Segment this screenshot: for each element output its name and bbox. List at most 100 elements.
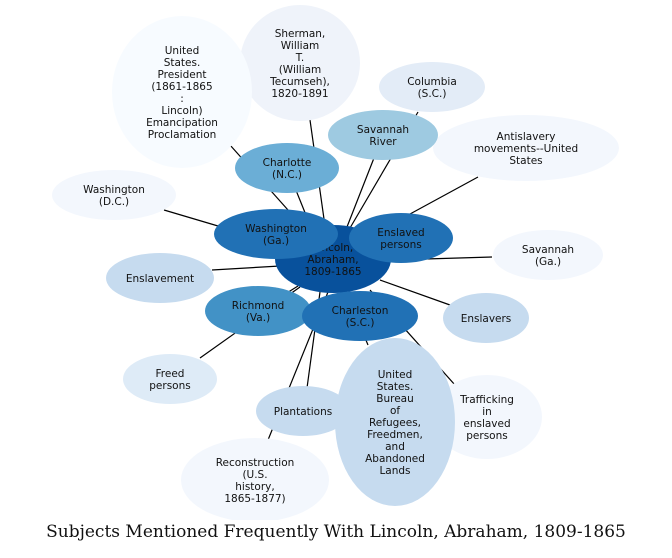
node-trafficking-label-line: Trafficking	[459, 394, 514, 406]
diagram-caption: Subjects Mentioned Frequently With Linco…	[46, 522, 626, 542]
node-freedmens-bureau-label-line: Freedmen,	[367, 429, 423, 441]
node-lincoln-label-line: Abraham,	[307, 254, 358, 266]
node-columbia-label-line: Columbia	[407, 76, 457, 88]
node-freedmens-bureau[interactable]: UnitedStates.BureauofRefugees,Freedmen,a…	[335, 338, 455, 506]
node-us-president-label-line: United	[165, 45, 200, 57]
node-sherman[interactable]: Sherman,WilliamT.(WilliamTecumseh),1820-…	[240, 5, 360, 121]
edge-lincoln-enslavers	[379, 279, 451, 306]
node-freedmens-bureau-bubble	[335, 338, 455, 506]
node-richmond-label-line: (Va.)	[246, 312, 270, 324]
node-washington-dc-label-line: (D.C.)	[99, 196, 129, 208]
node-plantations[interactable]: Plantations	[256, 386, 350, 436]
node-reconstruction-bubble	[181, 438, 329, 520]
node-savannah-river-label-line: Savannah	[357, 124, 409, 136]
node-sherman-label-line: 1820-1891	[271, 88, 328, 100]
edge-lincoln-antislavery	[409, 176, 479, 215]
node-enslavers-label-line: Enslavers	[461, 313, 512, 325]
node-washington-ga-bubble	[214, 209, 338, 259]
node-charlotte-bubble	[235, 143, 339, 193]
node-sherman-label-line: T.	[295, 52, 305, 64]
node-richmond-label-line: Richmond	[232, 300, 285, 312]
node-plantations-label-line: Plantations	[274, 406, 332, 418]
node-us-president-label-line: States.	[164, 57, 201, 69]
node-freedmens-bureau-label-line: Refugees,	[369, 417, 421, 429]
node-washington-dc[interactable]: Washington(D.C.)	[52, 170, 176, 220]
node-antislavery-label-line: States	[509, 155, 542, 167]
node-us-president-label-line: Emancipation	[146, 117, 218, 129]
node-us-president-label-line: :	[180, 93, 184, 105]
node-lincoln-label-line: 1809-1865	[304, 266, 361, 278]
node-columbia[interactable]: Columbia(S.C.)	[379, 62, 485, 112]
node-washington-dc-label-line: Washington	[83, 184, 145, 196]
node-sherman-label-line: Tecumseh),	[269, 76, 330, 88]
node-trafficking-label-line: enslaved	[463, 418, 510, 430]
node-savannah-ga-label-line: Savannah	[522, 244, 574, 256]
node-charleston-bubble	[302, 291, 418, 341]
node-reconstruction-label-line: history,	[235, 481, 274, 493]
node-savannah-ga-bubble	[493, 230, 603, 280]
node-savannah-river-label-line: River	[369, 136, 397, 148]
node-charlotte-label-line: (N.C.)	[272, 169, 302, 181]
node-washington-ga-label-line: (Ga.)	[263, 235, 289, 247]
node-savannah-ga[interactable]: Savannah(Ga.)	[493, 230, 603, 280]
node-freedmens-bureau-label-line: and	[385, 441, 405, 453]
node-freedmens-bureau-label-line: Lands	[379, 465, 410, 477]
node-enslaved-persons-label-line: persons	[380, 239, 421, 251]
node-us-president-bubble	[112, 16, 252, 168]
node-charleston-label-line: Charleston	[332, 305, 389, 317]
node-richmond[interactable]: Richmond(Va.)	[205, 286, 311, 336]
node-freedmens-bureau-label-line: Abandoned	[365, 453, 425, 465]
node-enslavers-bubble	[443, 293, 529, 343]
node-sherman-label-line: William	[281, 40, 319, 52]
node-us-president-label-line: (1861-1865	[151, 81, 212, 93]
edge-lincoln-washington-dc	[163, 209, 219, 227]
node-charlotte[interactable]: Charlotte(N.C.)	[235, 143, 339, 193]
node-washington-ga[interactable]: Washington(Ga.)	[214, 209, 338, 259]
node-reconstruction-label-line: 1865-1877)	[224, 493, 285, 505]
node-freed-persons-label-line: Freed	[156, 368, 185, 380]
node-us-president[interactable]: UnitedStates.President(1861-1865:Lincoln…	[112, 16, 252, 168]
node-charlotte-label-line: Charlotte	[263, 157, 312, 169]
node-freedmens-bureau-label-line: States.	[377, 381, 414, 393]
node-us-president-label-line: Proclamation	[148, 129, 217, 141]
node-enslaved-persons-bubble	[349, 213, 453, 263]
node-antislavery-label-line: Antislavery	[497, 131, 556, 143]
node-washington-dc-bubble	[52, 170, 176, 220]
node-reconstruction[interactable]: Reconstruction(U.S.history,1865-1877)	[181, 438, 329, 520]
node-sherman-bubble	[240, 5, 360, 121]
node-reconstruction-label-line: (U.S.	[242, 469, 267, 481]
node-enslaved-persons-label-line: Enslaved	[377, 227, 424, 239]
node-savannah-river-bubble	[328, 110, 438, 160]
node-enslavers[interactable]: Enslavers	[443, 293, 529, 343]
node-us-president-label-line: Lincoln)	[161, 105, 202, 117]
node-trafficking-bubble	[432, 375, 542, 459]
node-savannah-ga-label-line: (Ga.)	[535, 256, 561, 268]
node-richmond-bubble	[205, 286, 311, 336]
nodes: Sherman,WilliamT.(WilliamTecumseh),1820-…	[52, 5, 619, 520]
node-reconstruction-label-line: Reconstruction	[216, 457, 295, 469]
node-freed-persons-bubble	[123, 354, 217, 404]
node-freedmens-bureau-label-line: Bureau	[376, 393, 414, 405]
node-washington-ga-label-line: Washington	[245, 223, 307, 235]
node-charleston-label-line: (S.C.)	[346, 317, 375, 329]
node-antislavery-bubble	[433, 115, 619, 181]
subject-network-diagram: Sherman,WilliamT.(WilliamTecumseh),1820-…	[52, 5, 619, 520]
node-enslavement[interactable]: Enslavement	[106, 253, 214, 303]
node-sherman-label-line: (William	[279, 64, 322, 76]
node-charleston[interactable]: Charleston(S.C.)	[302, 291, 418, 341]
node-freed-persons-label-line: persons	[149, 380, 190, 392]
node-plantations-bubble	[256, 386, 350, 436]
node-columbia-label-line: (S.C.)	[418, 88, 447, 100]
node-enslavement-bubble	[106, 253, 214, 303]
node-antislavery-label-line: movements--United	[474, 143, 578, 155]
edge-lincoln-enslavement	[211, 265, 281, 271]
node-sherman-label-line: Sherman,	[275, 28, 326, 40]
node-columbia-bubble	[379, 62, 485, 112]
node-freedmens-bureau-label-line: of	[390, 405, 400, 417]
node-enslavement-label-line: Enslavement	[126, 273, 194, 285]
